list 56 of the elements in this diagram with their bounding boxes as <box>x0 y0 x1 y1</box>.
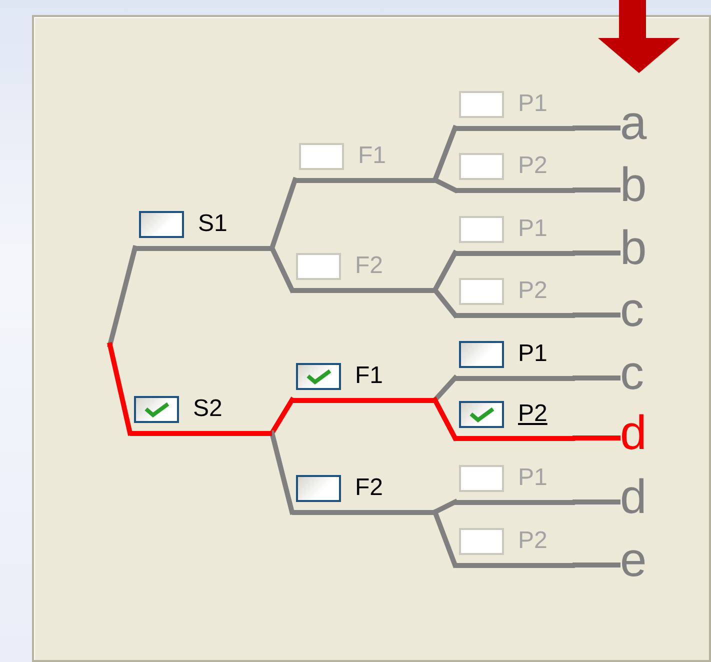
tree-branch-line <box>572 312 620 318</box>
option-label: P2 <box>518 400 548 426</box>
outcome-letter: e <box>618 535 649 587</box>
option-branch <box>292 474 435 514</box>
tree-branch-line <box>270 430 294 514</box>
option-branch <box>455 528 575 568</box>
tree-branch-line <box>432 288 458 318</box>
tree-branch-line <box>270 178 298 250</box>
tree-branch-line <box>572 126 620 130</box>
tree-branch-line <box>572 436 620 440</box>
tree-branch-line <box>432 250 458 292</box>
outcome-letter: d <box>618 472 649 524</box>
outcome-letter: b <box>618 223 649 275</box>
option-label: P1 <box>518 216 548 242</box>
tree-branch-line <box>572 376 620 380</box>
tree-branch-line <box>432 376 458 402</box>
option-label: P2 <box>518 278 548 304</box>
outcome-letter: c <box>618 285 646 337</box>
option-label: P2 <box>518 152 548 178</box>
outcome-letter: c <box>618 348 646 400</box>
tree-branch-line <box>432 178 458 192</box>
option-label: P1 <box>518 464 548 490</box>
outcome-letter: d <box>618 408 649 460</box>
outcome-letter: a <box>618 98 649 150</box>
option-label: F2 <box>355 474 384 500</box>
option-label: S2 <box>193 396 222 422</box>
tree-branch-line <box>108 246 138 348</box>
option-branch <box>130 396 272 436</box>
option-label: F2 <box>355 252 384 278</box>
option-label: F1 <box>358 142 386 168</box>
tree-branch-line <box>572 562 620 568</box>
option-branch <box>455 90 575 130</box>
option-branch <box>455 216 575 256</box>
option-branch <box>455 152 575 192</box>
tree-branch-line <box>270 398 294 436</box>
option-branch <box>455 464 575 504</box>
option-branch <box>292 252 435 292</box>
option-branch <box>292 362 435 402</box>
tree-branch-line <box>432 398 458 440</box>
option-label: F1 <box>355 362 384 388</box>
option-branch <box>455 340 575 380</box>
option-label: P1 <box>518 90 548 116</box>
tree-branch-line <box>432 510 458 568</box>
tree-branch-line <box>572 188 620 192</box>
option-branch <box>455 278 575 318</box>
option-branch <box>455 400 575 440</box>
tree-branch-line <box>572 250 620 256</box>
option-label: S1 <box>198 210 228 236</box>
tree-branch-line <box>270 246 294 292</box>
option-label: P2 <box>518 528 548 554</box>
option-label: P1 <box>518 340 548 366</box>
tree-branch-line <box>572 500 620 504</box>
tree-branch-line <box>108 342 132 436</box>
option-branch <box>135 210 272 250</box>
outcome-letter: b <box>618 160 649 212</box>
option-branch <box>295 142 435 182</box>
